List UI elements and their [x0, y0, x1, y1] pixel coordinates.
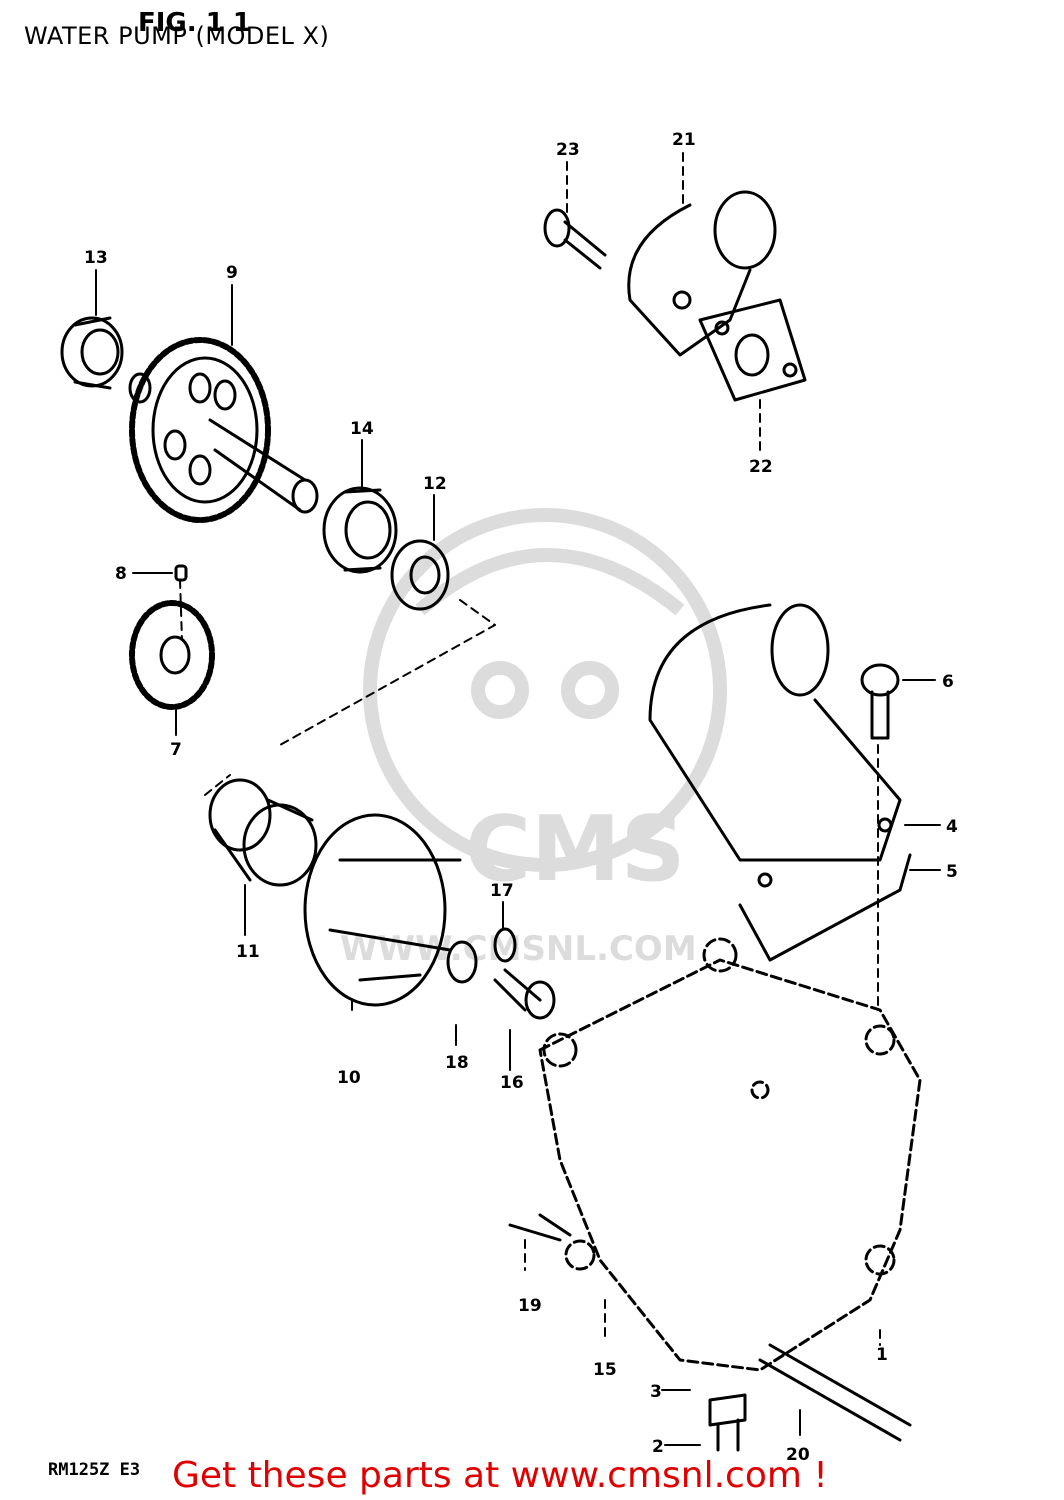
callout-4: 4 [946, 817, 958, 837]
part-11-mechanical-seal [208, 778, 318, 887]
part-17-o-ring [493, 927, 517, 963]
part-6-bolt [860, 663, 900, 740]
part-10-impeller [303, 813, 462, 1007]
part-20-long-bolt [758, 1343, 912, 1442]
callout-10: 10 [337, 1068, 361, 1088]
callout-20: 20 [786, 1445, 810, 1465]
part-8-pin [174, 564, 188, 582]
part-9-gear-shaft [128, 337, 319, 523]
callout-8: 8 [115, 564, 127, 584]
promo-link[interactable]: Get these parts at www.cmsnl.com ! [172, 1455, 828, 1496]
callout-6: 6 [942, 672, 954, 692]
callout-12: 12 [423, 474, 447, 494]
callout-9: 9 [226, 263, 238, 283]
figure-label: FIG. 1 1 [138, 8, 251, 38]
callout-13: 13 [84, 248, 108, 268]
part-4-outlet-pipe [648, 603, 902, 888]
model-code: RM125Z E3 [48, 1460, 141, 1480]
callout-23: 23 [556, 140, 580, 160]
callout-16: 16 [500, 1073, 524, 1093]
callout-11: 11 [236, 942, 260, 962]
callout-3: 3 [650, 1382, 662, 1402]
watermark-url: WWW.CMSNL.COM [340, 929, 697, 969]
explode-lines [179, 152, 881, 1346]
callout-7: 7 [170, 740, 182, 760]
part-18-washer [446, 940, 478, 984]
callout-21: 21 [672, 130, 696, 150]
part-13-bearing [60, 316, 124, 390]
leader-lines [95, 269, 941, 1446]
callout-19: 19 [518, 1296, 542, 1316]
part-21-inlet-elbow [627, 190, 777, 357]
part-19-dowel [508, 1213, 572, 1242]
callout-18: 18 [445, 1053, 469, 1073]
part-2-drain-bolt [708, 1393, 747, 1452]
part-14-bearing [322, 486, 398, 574]
part-7-gear [129, 600, 215, 710]
callout-1: 1 [876, 1345, 888, 1365]
callout-5: 5 [946, 862, 958, 882]
part-22-flange [698, 298, 807, 402]
part-23-bolt [543, 208, 607, 270]
cms-watermark-logo [363, 508, 727, 872]
callout-22: 22 [749, 457, 773, 477]
callout-2: 2 [652, 1437, 664, 1457]
watermark-cms: CMS [465, 797, 685, 902]
pump-case [538, 937, 922, 1372]
callout-15: 15 [593, 1360, 617, 1380]
callout-17: 17 [490, 881, 514, 901]
part-5-gasket [738, 853, 912, 962]
page-title: WATER PUMP (MODEL X) [24, 22, 330, 50]
part-12-seal [390, 539, 450, 611]
part-16-bolt [493, 968, 556, 1020]
callout-14: 14 [350, 419, 374, 439]
